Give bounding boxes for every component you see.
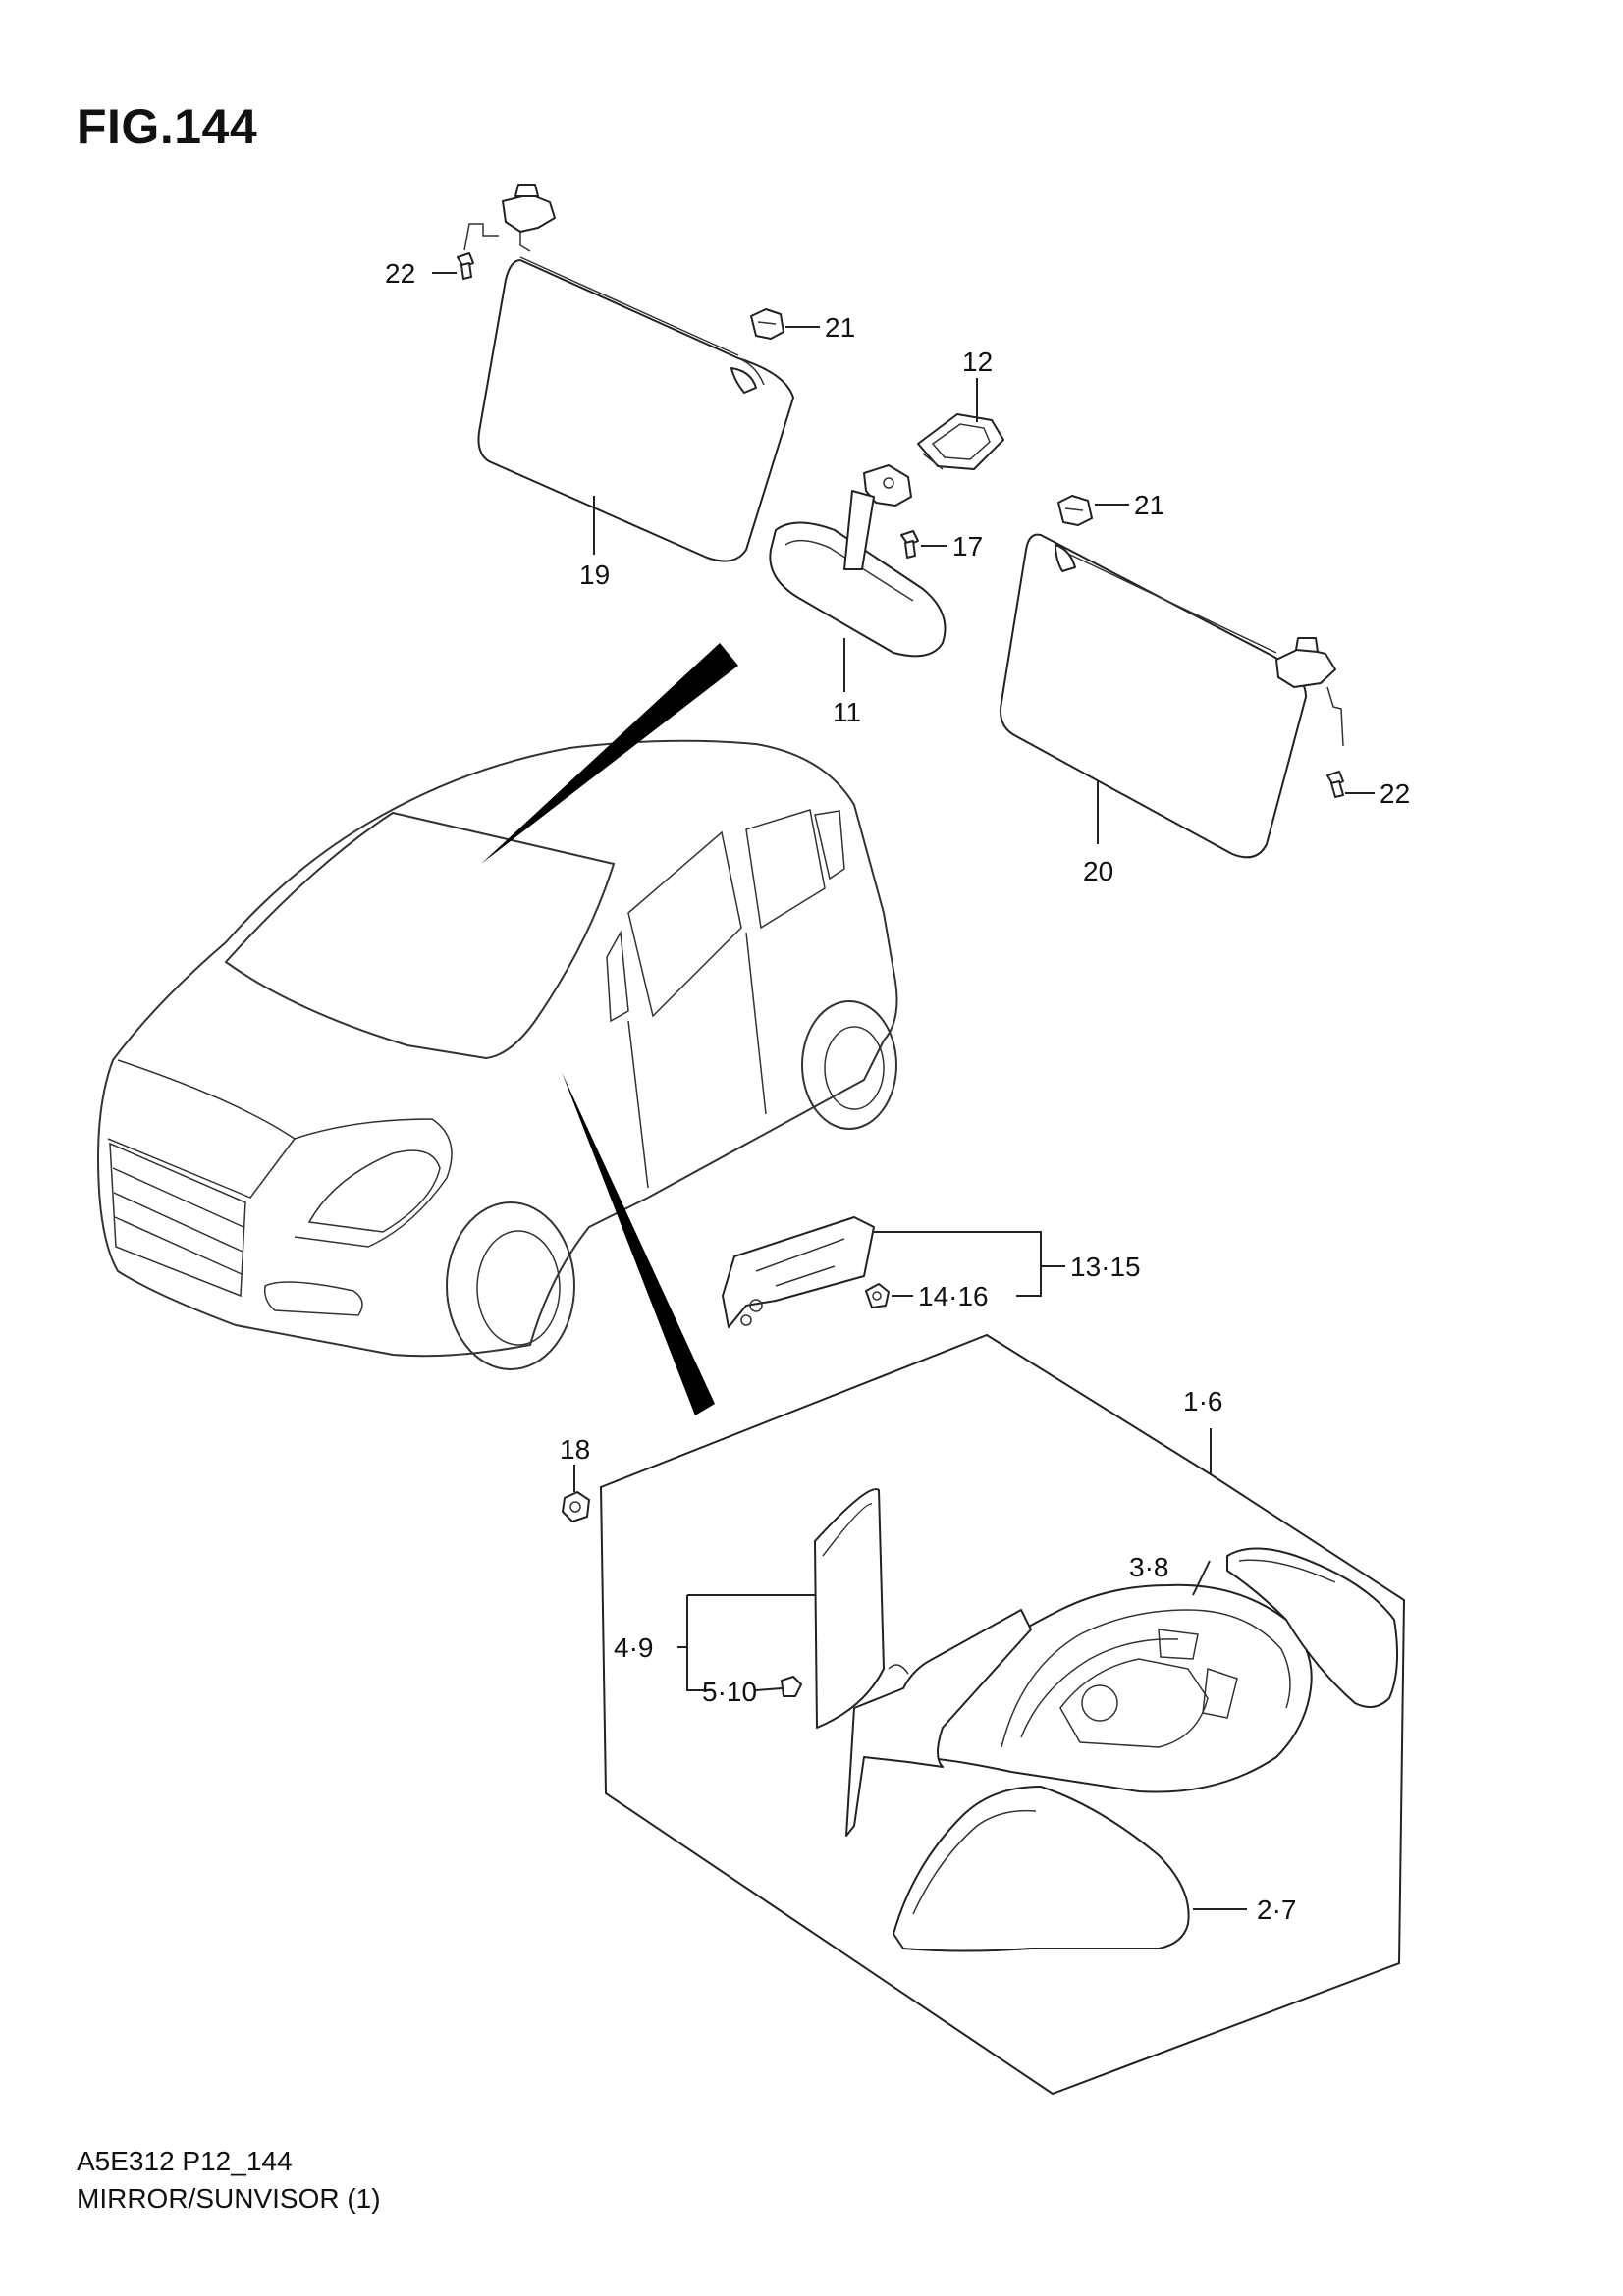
mirror-glass: [814, 1488, 885, 1729]
callout-12: 12: [962, 347, 993, 377]
sunvisor-left-hinge: [502, 184, 556, 252]
clip-21-left: [750, 308, 784, 340]
mount-12: [917, 413, 1004, 470]
callout-21-right: 21: [1134, 490, 1164, 520]
callout-14-16: 14·16: [918, 1281, 989, 1311]
assembly-outline: [599, 1333, 1406, 2096]
callout-19: 19: [579, 560, 610, 590]
screw-22-left: [457, 223, 499, 280]
callout-21-left: 21: [825, 312, 855, 343]
figure-code: A5E312 P12_144: [77, 2146, 293, 2176]
mirror-cover: [893, 1786, 1190, 1952]
figure-name: MIRROR/SUNVISOR (1): [77, 2183, 381, 2214]
callout-20: 20: [1083, 856, 1113, 886]
mirror-housing: [902, 1583, 1313, 1793]
screw-17: [900, 530, 919, 559]
callout-3-8: 3·8: [1129, 1552, 1168, 1582]
sunvisor-left: [477, 256, 794, 562]
clip-5-10: [781, 1676, 802, 1697]
inside-mirror-bracket: [843, 464, 912, 570]
pointer-wedge-upper: [481, 643, 738, 864]
callout-1-6: 1·6: [1183, 1386, 1222, 1416]
mirror-base-bracket: [722, 1216, 875, 1328]
leader-lines: [432, 272, 1375, 1910]
screw-22-right: [1326, 771, 1344, 798]
callout-11: 11: [833, 697, 861, 727]
nut-14-16: [865, 1283, 890, 1308]
sunvisor-right: [1000, 533, 1307, 859]
turn-signal-lamp: [1226, 1547, 1399, 1708]
pointer-wedge-lower: [562, 1072, 715, 1415]
figure-title: FIG.144: [77, 99, 258, 154]
clip-21-right: [1057, 495, 1093, 526]
callout-labels: 22 21 12 21 17 19 11 22 20 13·15 14·16 1…: [385, 258, 1410, 1925]
callout-22-left: 22: [385, 258, 415, 289]
nut-18: [562, 1491, 590, 1522]
callout-22-right: 22: [1380, 778, 1410, 809]
callout-18: 18: [560, 1434, 590, 1465]
callout-13-15: 13·15: [1070, 1252, 1141, 1282]
mirror-base-arm: [845, 1609, 1032, 1837]
car-outline: [96, 739, 898, 1370]
callout-5-10: 5·10: [702, 1677, 757, 1707]
sunvisor-right-hinge: [1275, 637, 1344, 747]
callout-2-7: 2·7: [1257, 1895, 1296, 1925]
inside-mirror: [769, 521, 947, 658]
callout-4-9: 4·9: [614, 1632, 653, 1663]
callout-17: 17: [952, 531, 983, 561]
